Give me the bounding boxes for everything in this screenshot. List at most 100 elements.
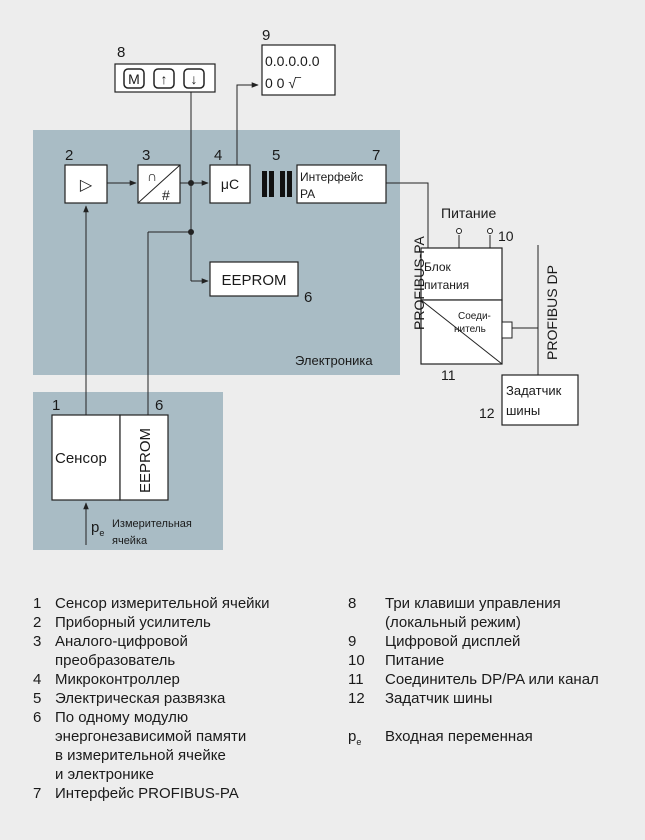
legend-item: в измерительной ячейке — [33, 746, 333, 765]
legend-left: 1 Сенсор измерительной ячейки 2 Приборный у… — [33, 594, 333, 803]
eeprom-label: EEPROM — [221, 272, 286, 289]
label-6: 6 — [304, 289, 312, 306]
key-m[interactable]: M — [123, 68, 145, 89]
legend-item-text: Сенсор измерительной ячейки — [55, 595, 270, 612]
power-supply-box — [420, 247, 503, 301]
key-up[interactable]: ↑ — [153, 68, 175, 89]
legend-item-text: Аналого-цифровой — [55, 633, 188, 650]
legend-item: преобразователь — [33, 651, 333, 670]
legend-item-text: Питание — [385, 652, 445, 669]
legend-item: 9 Цифровой дисплей — [348, 632, 645, 651]
legend-item-text: Цифровой дисплей — [385, 633, 521, 650]
key-up-label: ↑ — [161, 71, 168, 87]
amplifier-box — [64, 164, 108, 204]
legend-item-text: Интерфейс PROFIBUS-PA — [55, 785, 239, 802]
bus-master-line1: Задатчик — [506, 383, 562, 398]
display-line2: 0 0 √‾ — [265, 75, 302, 91]
legend-item: 2 Приборный усилитель — [33, 613, 333, 632]
power-title: Питание — [441, 205, 496, 221]
key-down[interactable]: ↓ — [183, 68, 205, 89]
legend-item-number: 5 — [33, 690, 42, 707]
cell-eeprom-label: EEPROM — [137, 428, 154, 493]
coupler-line2: нитель — [454, 324, 486, 335]
pe-symbol: pe — [91, 519, 104, 538]
label-2: 2 — [65, 147, 73, 164]
legend-item: 1 Сенсор измерительной ячейки — [33, 594, 333, 613]
label-4: 4 — [214, 147, 222, 164]
legend-item-number — [33, 765, 55, 784]
legend-item-number — [33, 746, 55, 765]
legend-item-text: Микроконтроллер — [55, 671, 180, 688]
power-supply-line1: Блок — [424, 260, 452, 274]
legend-item-number: 12 — [348, 690, 365, 707]
legend-item-number: 4 — [33, 671, 42, 688]
legend-item-text: Три клавиши управления — [385, 595, 561, 612]
legend-item-number — [33, 727, 55, 746]
legend-item-number: 11 — [348, 671, 364, 688]
legend-item-text: энергонезависимой памяти — [55, 728, 247, 745]
display-line1: 0.0.0.0.0 — [265, 53, 320, 69]
legend-item-text: и электронике — [55, 766, 154, 783]
adc-symbol-bottom: # — [162, 187, 170, 203]
legend-right-rows: 8 Три клавиши управления (локальный режим)… — [348, 594, 645, 708]
label-6-cell: 6 — [155, 397, 163, 414]
legend-item: 4 Микроконтроллер — [33, 670, 333, 689]
legend-item-number: 9 — [348, 633, 357, 650]
label-10: 10 — [498, 228, 514, 244]
legend-item-text: Соединитель DP/PA или канал — [385, 671, 599, 688]
power-terminals — [456, 228, 493, 234]
key-down-label: ↓ — [191, 71, 198, 87]
legend-right: 8 Три клавиши управления (локальный режим)… — [348, 594, 645, 752]
legend-item-text: преобразователь — [55, 652, 176, 669]
interface-line1: Интерфейс — [300, 170, 363, 184]
legend-item: 3 Аналого-цифровой — [33, 632, 333, 651]
legend-item-number: 8 — [348, 595, 357, 612]
block-diagram: Электроника 8 M ↑ ↓ 9 0.0.0.0.0 0 0 √‾ 2… — [33, 27, 579, 550]
power-supply-line2: питания — [424, 278, 469, 292]
microcontroller-box — [209, 164, 251, 204]
legend-item-number: 3 — [33, 633, 42, 650]
legend-pe-text: Входная переменная — [385, 728, 533, 745]
label-11: 11 — [441, 367, 456, 383]
label-3: 3 — [142, 147, 150, 164]
cell-label-line2: ячейка — [112, 535, 148, 547]
key-m-label: M — [128, 71, 140, 87]
legend-item-text: По одному модулю — [55, 709, 189, 726]
legend-item-text: Задатчик шины — [385, 690, 493, 707]
galvanic-isolation — [262, 171, 292, 197]
legend-item-text: Приборный усилитель — [55, 614, 211, 631]
profibus-pa-label: PROFIBUS-PA — [411, 235, 427, 330]
legend-item-number: 6 — [33, 709, 42, 726]
legend-item-text: Электрическая развязка — [55, 690, 226, 707]
legend-item-number: 2 — [33, 614, 42, 631]
legend-item: 12 Задатчик шины — [348, 689, 645, 708]
legend-pe-row: pe Входная переменная — [348, 727, 645, 752]
legend-item: 6 По одному модулю — [33, 708, 333, 727]
legend-item-number — [348, 613, 385, 632]
adc-symbol-top: ∩ — [147, 168, 157, 184]
interface-box — [296, 164, 387, 204]
legend-item-text: (локальный режим) — [385, 614, 521, 631]
sensor-label: Сенсор — [55, 450, 107, 467]
legend-item: 8 Три клавиши управления — [348, 594, 645, 613]
microcontroller-label: μC — [221, 176, 239, 192]
label-5: 5 — [272, 147, 280, 164]
amplifier-symbol: ▷ — [80, 177, 93, 194]
legend-item-number — [33, 651, 55, 670]
label-8: 8 — [117, 44, 125, 61]
label-7: 7 — [372, 147, 380, 164]
legend-item: 11 Соединитель DP/PA или канал — [348, 670, 645, 689]
cell-label-line1: Измерительная — [112, 518, 192, 530]
sensor-box — [51, 414, 121, 501]
legend-item-number: 7 — [33, 785, 42, 802]
bus-master-box — [501, 374, 579, 426]
label-1: 1 — [52, 397, 60, 414]
legend-item-text: в измерительной ячейке — [55, 747, 226, 764]
eeprom-box — [209, 261, 299, 297]
cell-eeprom-box — [119, 414, 169, 501]
coupler-line1: Соеди- — [458, 311, 491, 322]
profibus-dp-label: PROFIBUS DP — [544, 265, 560, 360]
legend-item-number: 1 — [33, 595, 42, 612]
legend-pe-symbol: pe — [348, 728, 362, 747]
